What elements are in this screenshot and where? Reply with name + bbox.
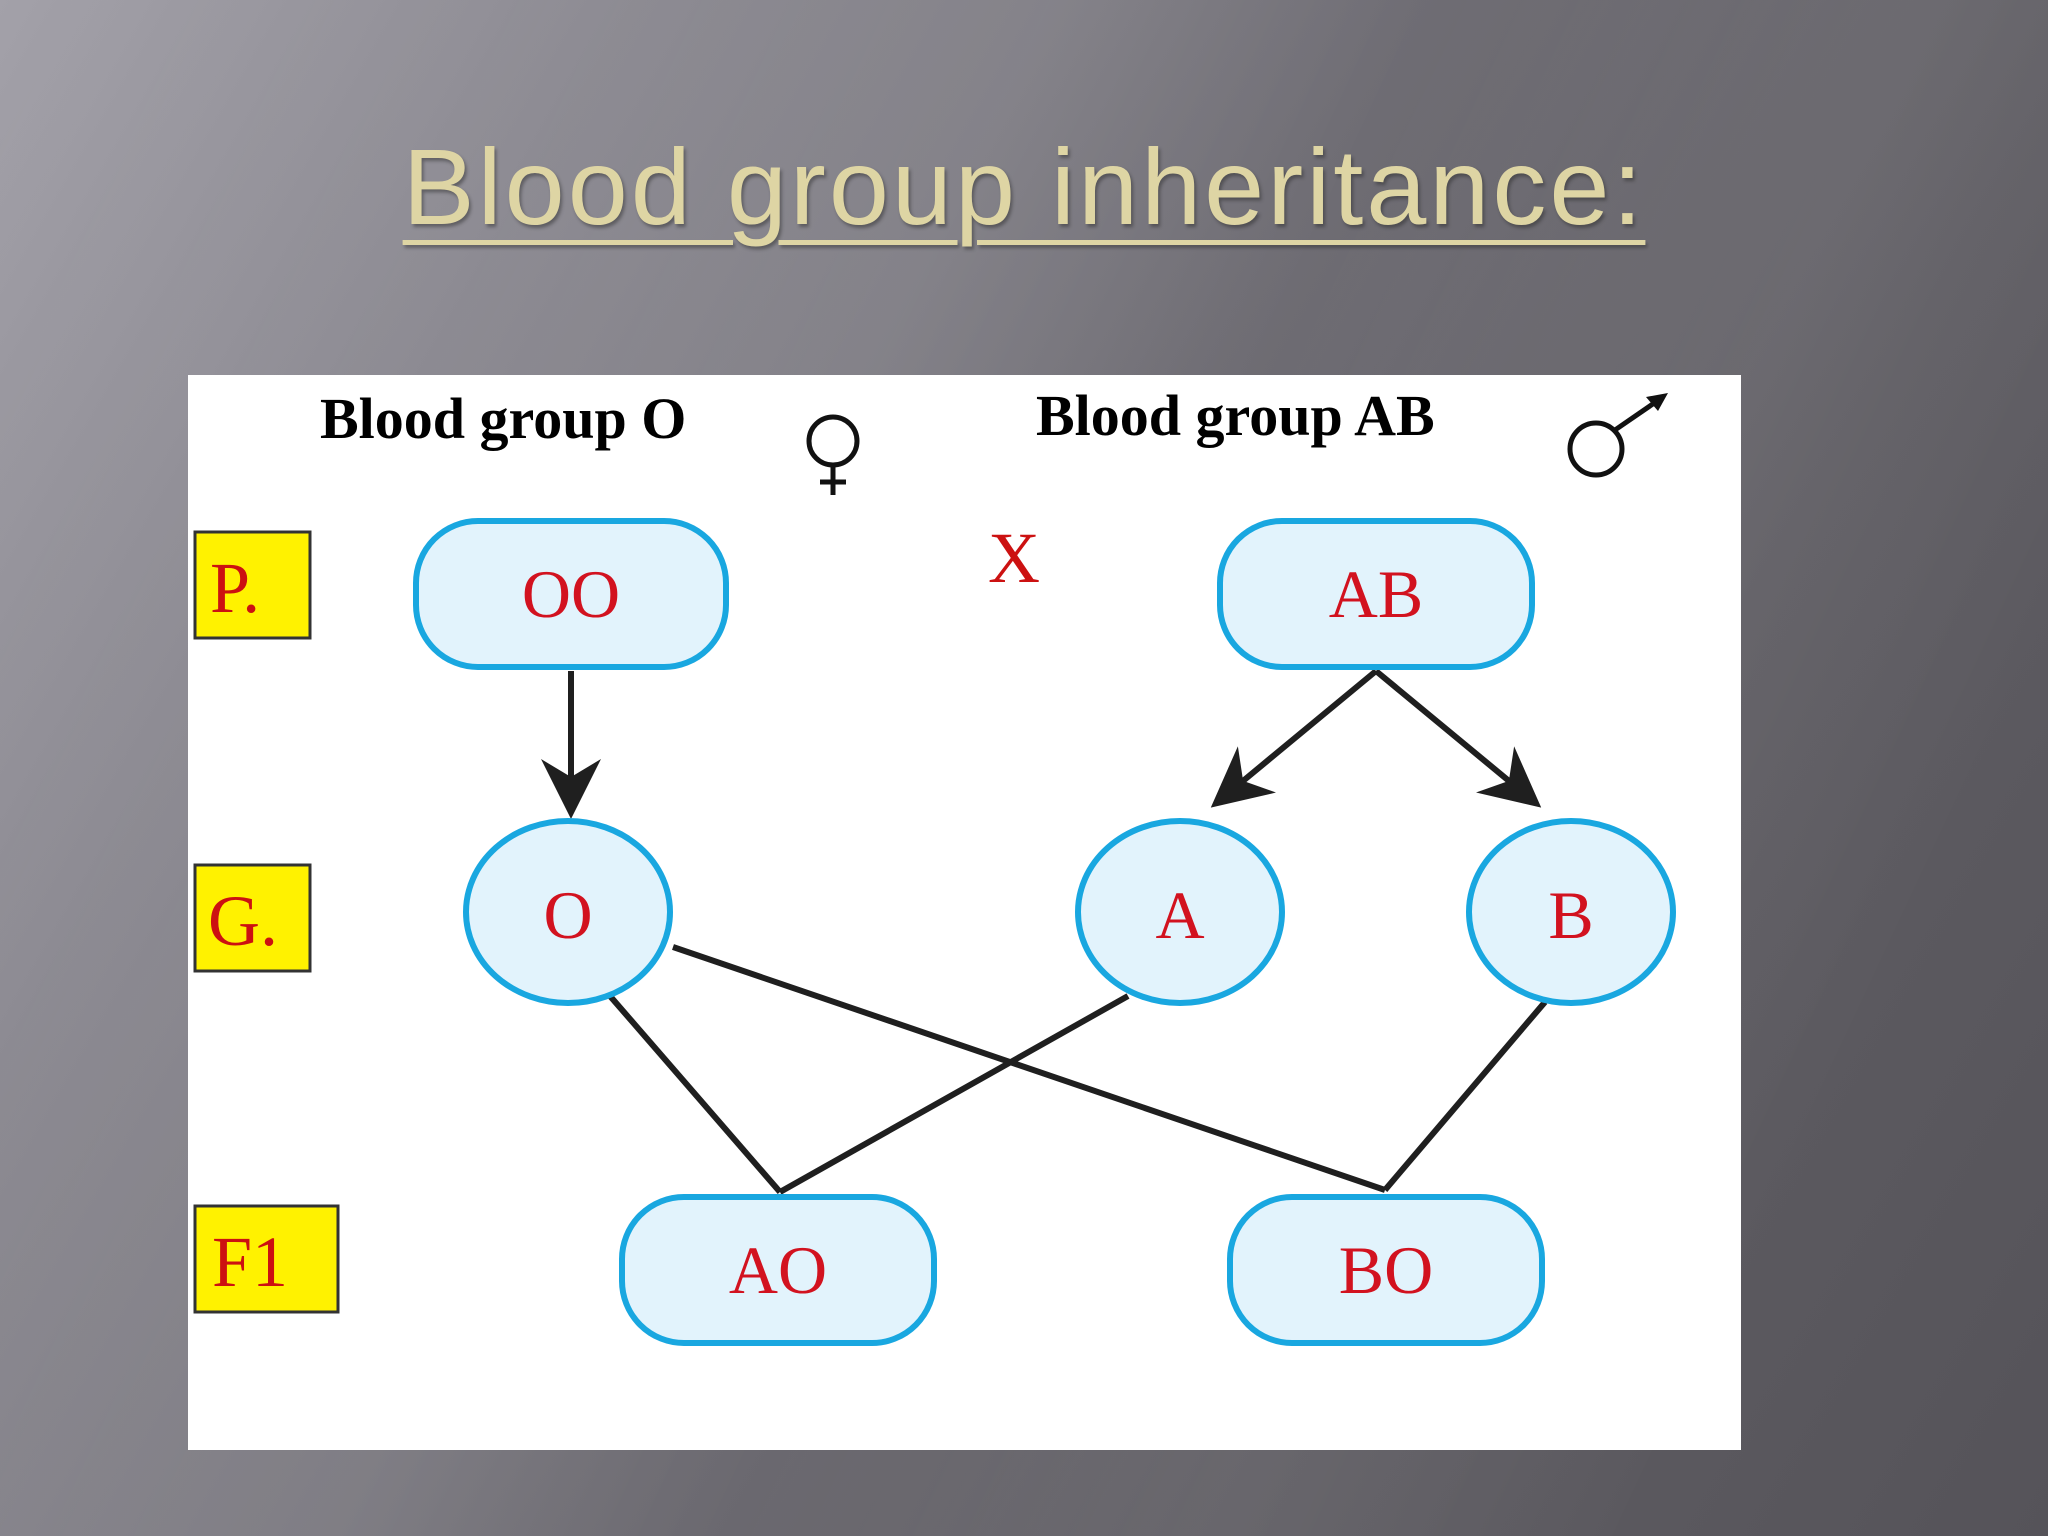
parent-node-ab: AB bbox=[1217, 518, 1535, 670]
parent-node-oo: OO bbox=[413, 518, 729, 670]
gamete-node-b: B bbox=[1466, 818, 1676, 1006]
cross-symbol: X bbox=[988, 518, 1040, 598]
gamete-node-b-label: B bbox=[1548, 877, 1593, 953]
female-symbol-icon bbox=[806, 414, 860, 495]
generation-f1-box: F1 bbox=[193, 1204, 340, 1314]
offspring-node-ao-label: AO bbox=[729, 1232, 827, 1308]
generation-g-box: G. bbox=[193, 863, 312, 973]
arrow-ab-to-a bbox=[1210, 668, 1378, 808]
generation-p-label: P. bbox=[210, 548, 260, 628]
gamete-node-a-label: A bbox=[1155, 877, 1204, 953]
gamete-node-o-label: O bbox=[543, 877, 592, 953]
male-parent-label: Blood group AB bbox=[1036, 383, 1435, 448]
diagram-canvas: Blood group O Blood group AB P. G. F1 bbox=[193, 383, 1676, 1346]
arrow-ab-to-b bbox=[1374, 668, 1542, 808]
gamete-node-o: O bbox=[463, 818, 673, 1006]
line-o-to-ao bbox=[607, 994, 783, 1194]
parent-node-ab-label: AB bbox=[1329, 556, 1423, 632]
generation-p-box: P. bbox=[193, 530, 312, 640]
line-b-to-bo bbox=[1382, 1000, 1548, 1192]
female-parent-label: Blood group O bbox=[320, 386, 686, 451]
offspring-node-ao: AO bbox=[619, 1194, 937, 1346]
generation-f1-label: F1 bbox=[212, 1222, 288, 1302]
offspring-node-bo: BO bbox=[1227, 1194, 1545, 1346]
slide-title: Blood group inheritance: bbox=[402, 126, 1646, 247]
inheritance-diagram: Blood group O Blood group AB P. G. F1 bbox=[188, 375, 1741, 1450]
line-o-to-bo bbox=[672, 944, 1386, 1193]
offspring-node-bo-label: BO bbox=[1339, 1232, 1433, 1308]
generation-g-label: G. bbox=[208, 881, 278, 961]
gamete-node-a: A bbox=[1075, 818, 1285, 1006]
parent-node-oo-label: OO bbox=[522, 556, 620, 632]
line-a-to-ao bbox=[778, 993, 1130, 1195]
male-symbol-icon bbox=[1567, 393, 1668, 478]
